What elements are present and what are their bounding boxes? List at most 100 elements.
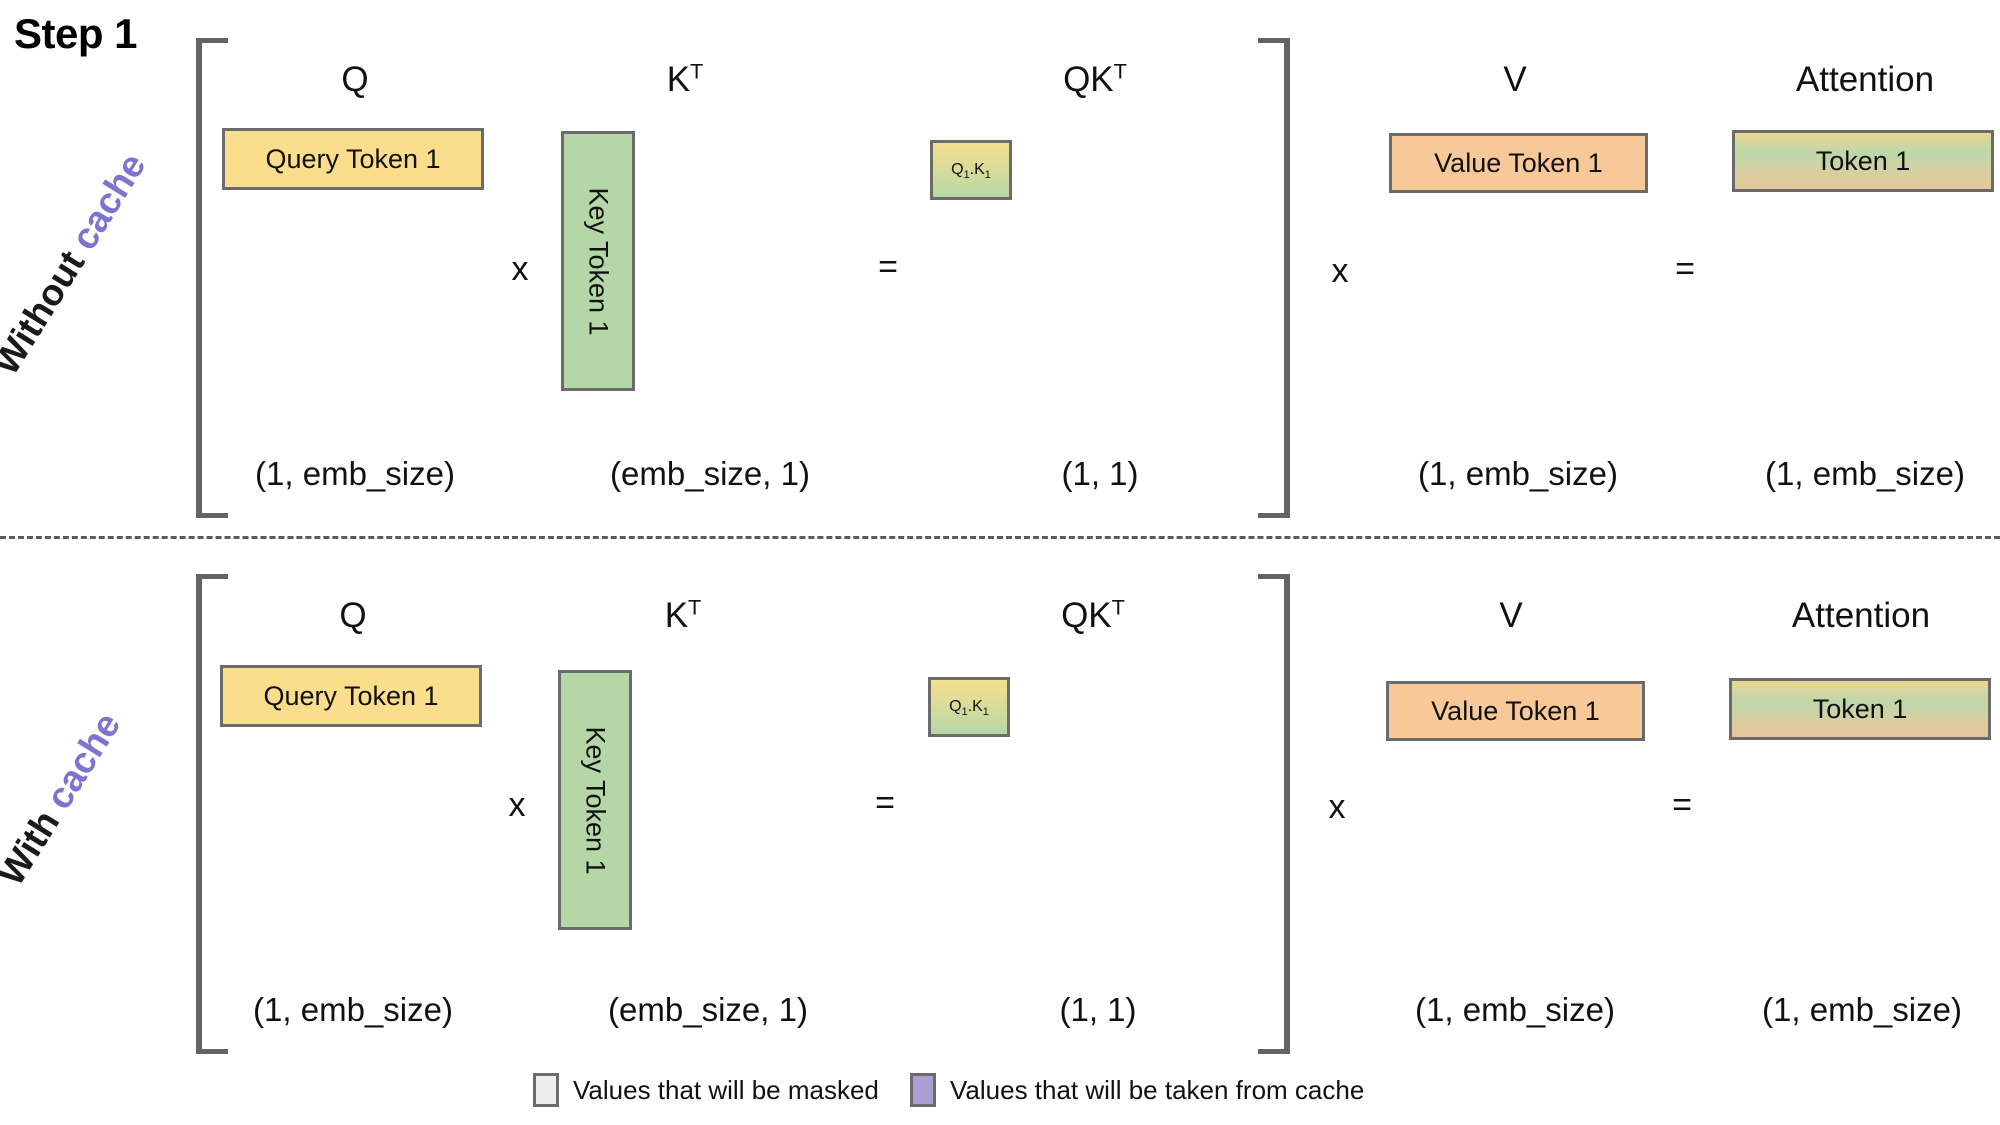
col-qkt-base-top: QK [1063, 60, 1114, 99]
matrix-value-top: Value Token 1 [1389, 133, 1648, 193]
column-header-kt-bottom: KT [558, 596, 808, 636]
operator-equals-av-bottom: = [1662, 786, 1702, 825]
legend-item-cached: Values that will be taken from cache [910, 1073, 1364, 1107]
dim-q-bottom-label: (1, emb_size) [253, 991, 453, 1028]
operator-multiply-av-bottom-glyph: x [1328, 788, 1346, 826]
operator-multiply-av-bottom: x [1317, 788, 1357, 827]
operator-equals-av-top-glyph: = [1675, 250, 1695, 288]
operator-multiply-av-top-glyph: x [1331, 252, 1349, 290]
dim-kt-top: (emb_size, 1) [585, 455, 835, 493]
operator-multiply-av-top: x [1320, 252, 1360, 291]
dim-kt-bottom-label: (emb_size, 1) [608, 991, 808, 1028]
column-header-attention-bottom: Attention [1736, 596, 1986, 636]
matrix-query-bottom: Query Token 1 [220, 665, 482, 727]
dim-qkt-bottom: (1, 1) [973, 991, 1223, 1029]
legend-label-cached: Values that will be taken from cache [950, 1074, 1365, 1105]
matrix-key-bottom: Key Token 1 [558, 670, 632, 930]
row-label-with-cache: With cache [0, 662, 156, 937]
column-header-attention-top: Attention [1740, 60, 1990, 100]
qkt-q-base-bottom: Q [949, 698, 962, 715]
matrix-qkt-bottom: Q1.K1 [928, 677, 1010, 737]
matrix-qkt-top: Q1.K1 [930, 140, 1012, 200]
operator-equals-qk-bottom: = [865, 784, 905, 823]
qkt-k-base-top: K [974, 161, 985, 178]
legend-swatch-masked-icon [533, 1073, 559, 1107]
column-header-qkt-bottom: QKT [968, 596, 1218, 636]
matrix-query-bottom-label: Query Token 1 [263, 680, 439, 711]
row-label-with-cache-main: With [0, 803, 68, 893]
row-label-without-cache-main: Without [0, 243, 93, 382]
page-title: Step 1 [14, 10, 138, 57]
column-header-q-bottom: Q [228, 596, 478, 636]
matrix-attention-top: Token 1 [1732, 130, 1994, 192]
dim-attention-bottom: (1, emb_size) [1737, 991, 1987, 1029]
col-attention-label-bottom: Attention [1791, 596, 1931, 635]
matrix-value-top-label: Value Token 1 [1434, 147, 1603, 178]
matrix-qkt-bottom-label: Q1.K1 [949, 698, 989, 719]
bracket-left-top [196, 38, 228, 518]
operator-equals-qk-top-glyph: = [878, 248, 898, 286]
matrix-attention-bottom-label: Token 1 [1812, 693, 1908, 724]
matrix-key-top: Key Token 1 [561, 131, 635, 391]
dim-attention-bottom-label: (1, emb_size) [1762, 991, 1962, 1028]
col-qkt-sup-top: T [1113, 58, 1127, 84]
legend-item-masked: Values that will be masked [533, 1073, 879, 1107]
col-kt-base-top: K [666, 60, 691, 99]
dim-v-bottom: (1, emb_size) [1390, 991, 1640, 1029]
col-q-label-bottom: Q [339, 596, 367, 635]
dim-q-top-label: (1, emb_size) [255, 455, 455, 492]
column-header-q-top: Q [230, 60, 480, 100]
matrix-key-top-label: Key Token 1 [583, 186, 614, 336]
col-qkt-base-bottom: QK [1061, 596, 1112, 635]
dim-kt-top-label: (emb_size, 1) [610, 455, 810, 492]
row-label-without-cache-accent: cache [63, 145, 154, 257]
dim-attention-top-label: (1, emb_size) [1765, 455, 1965, 492]
col-kt-base-bottom: K [664, 596, 689, 635]
panel-divider [0, 536, 2000, 539]
col-v-label-top: V [1503, 60, 1527, 99]
row-label-without-cache: Without cache [0, 127, 166, 402]
operator-multiply-qk-top: x [500, 250, 540, 289]
matrix-attention-bottom: Token 1 [1729, 678, 1991, 740]
column-header-kt-top: KT [560, 60, 810, 100]
column-header-v-bottom: V [1386, 596, 1636, 636]
matrix-qkt-top-label: Q1.K1 [951, 161, 991, 182]
legend-swatch-cached-icon [910, 1073, 936, 1107]
matrix-query-top: Query Token 1 [222, 128, 484, 190]
bracket-right-bottom [1258, 574, 1290, 1054]
column-header-v-top: V [1390, 60, 1640, 100]
qkt-dot-top: . [969, 161, 975, 178]
operator-equals-av-bottom-glyph: = [1672, 786, 1692, 824]
dim-qkt-top: (1, 1) [975, 455, 1225, 493]
matrix-value-bottom: Value Token 1 [1386, 681, 1645, 741]
dim-attention-top: (1, emb_size) [1740, 455, 1990, 493]
qkt-q-base-top: Q [951, 161, 964, 178]
operator-multiply-qk-bottom: x [497, 786, 537, 825]
row-label-with-cache-accent: cache [37, 705, 129, 817]
dim-q-top: (1, emb_size) [230, 455, 480, 493]
dim-kt-bottom: (emb_size, 1) [583, 991, 833, 1029]
qkt-k-sub-top: 1 [984, 169, 991, 182]
operator-multiply-qk-top-glyph: x [511, 250, 529, 288]
dim-qkt-top-label: (1, 1) [1061, 455, 1139, 492]
col-v-label-bottom: V [1499, 596, 1523, 635]
col-kt-sup-bottom: T [688, 594, 702, 620]
dim-v-bottom-label: (1, emb_size) [1415, 991, 1615, 1028]
col-qkt-sup-bottom: T [1111, 594, 1125, 620]
qkt-k-base-bottom: K [972, 698, 983, 715]
legend-label-masked: Values that will be masked [573, 1074, 879, 1105]
qkt-dot-bottom: . [967, 698, 973, 715]
matrix-key-bottom-label: Key Token 1 [580, 725, 611, 875]
dim-v-top-label: (1, emb_size) [1418, 455, 1618, 492]
col-attention-label-top: Attention [1795, 60, 1935, 99]
dim-q-bottom: (1, emb_size) [228, 991, 478, 1029]
operator-equals-av-top: = [1665, 250, 1705, 289]
operator-equals-qk-bottom-glyph: = [875, 784, 895, 822]
qkt-q-sub-top: 1 [963, 169, 970, 182]
bracket-right-top [1258, 38, 1290, 518]
bracket-left-bottom [196, 574, 228, 1054]
column-header-qkt-top: QKT [970, 60, 1220, 100]
matrix-value-bottom-label: Value Token 1 [1431, 695, 1600, 726]
qkt-k-sub-bottom: 1 [982, 706, 989, 719]
